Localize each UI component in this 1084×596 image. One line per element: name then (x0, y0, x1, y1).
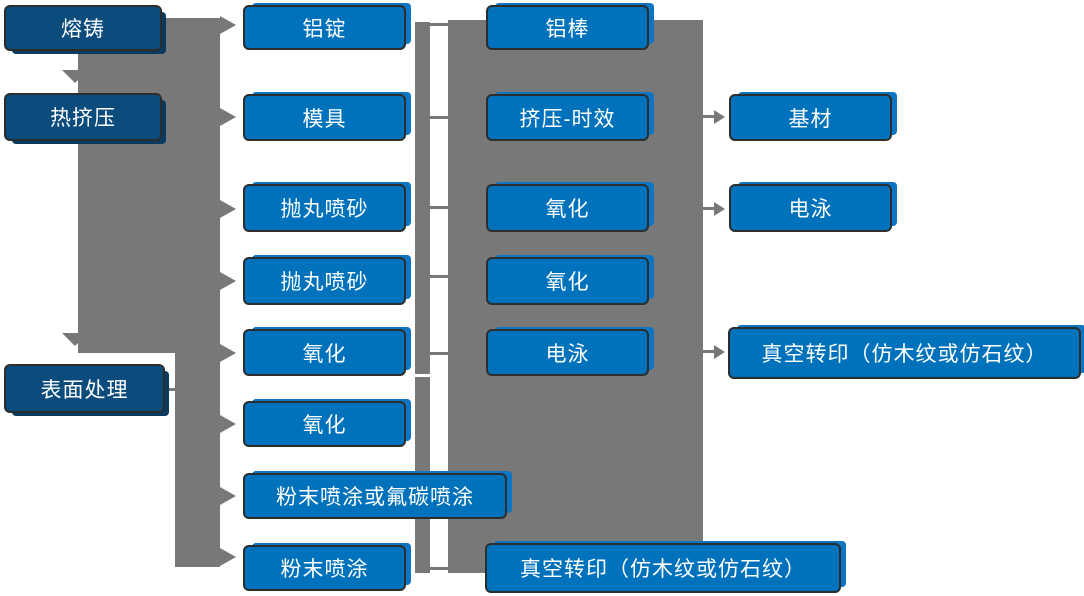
node-rongzhu: 熔铸 (4, 5, 162, 51)
connector-surface-link (162, 388, 176, 391)
connector-band-surface (175, 353, 220, 567)
arrow-right-icon (220, 344, 236, 362)
arrow-right-icon (220, 548, 236, 566)
arrow-right-icon (714, 202, 725, 216)
connector-tick (430, 352, 448, 355)
connector-tick (430, 23, 448, 26)
node-biaomianchuli: 表面处理 (4, 364, 165, 413)
arrow-right-icon (220, 415, 236, 433)
connector-tick (430, 275, 448, 278)
arrow-right-icon (220, 487, 236, 505)
node-fenmo-or-futan: 粉末喷涂或氟碳喷涂 (243, 473, 507, 519)
arrow-right-icon (220, 108, 236, 126)
arrow-right-icon (714, 345, 725, 359)
node-paowan-1: 抛丸喷砂 (243, 184, 406, 232)
arrow-down-icon (62, 70, 88, 83)
node-yanghua-1: 氧化 (243, 329, 406, 376)
node-dianyong-2: 电泳 (729, 184, 892, 232)
node-yanghua-3: 氧化 (486, 184, 649, 232)
arrow-right-icon (714, 110, 725, 124)
node-jiya-shixiao: 挤压-时效 (486, 94, 649, 141)
connector-band-left (78, 18, 220, 353)
arrow-right-icon (220, 272, 236, 290)
node-yanghua-2: 氧化 (243, 401, 406, 447)
node-fenmo: 粉末喷涂 (243, 545, 406, 591)
connector-bar-upper (415, 22, 430, 374)
node-moju: 模具 (243, 94, 406, 141)
node-lvbang: 铝棒 (486, 5, 649, 50)
node-jicai: 基材 (729, 94, 892, 141)
connector-tick (430, 206, 448, 209)
connector-arrow-shaft (703, 207, 715, 210)
connector-arrow-shaft (703, 350, 715, 353)
connector-arrow-shaft (703, 115, 715, 118)
node-zhenkong-bottom: 真空转印（仿木纹或仿石纹） (485, 543, 841, 593)
connector-tick (430, 567, 448, 570)
arrow-down-icon (62, 333, 88, 346)
node-rejiya: 热挤压 (4, 93, 162, 141)
node-lvding: 铝锭 (243, 5, 406, 50)
connector-tick (430, 116, 448, 119)
node-yanghua-4: 氧化 (486, 257, 649, 305)
node-dianyong-1: 电泳 (486, 329, 649, 376)
node-paowan-2: 抛丸喷砂 (243, 257, 406, 305)
arrow-right-icon (220, 16, 236, 34)
arrow-right-icon (220, 200, 236, 218)
node-zhenkong-right: 真空转印（仿木纹或仿石纹） (728, 327, 1081, 379)
